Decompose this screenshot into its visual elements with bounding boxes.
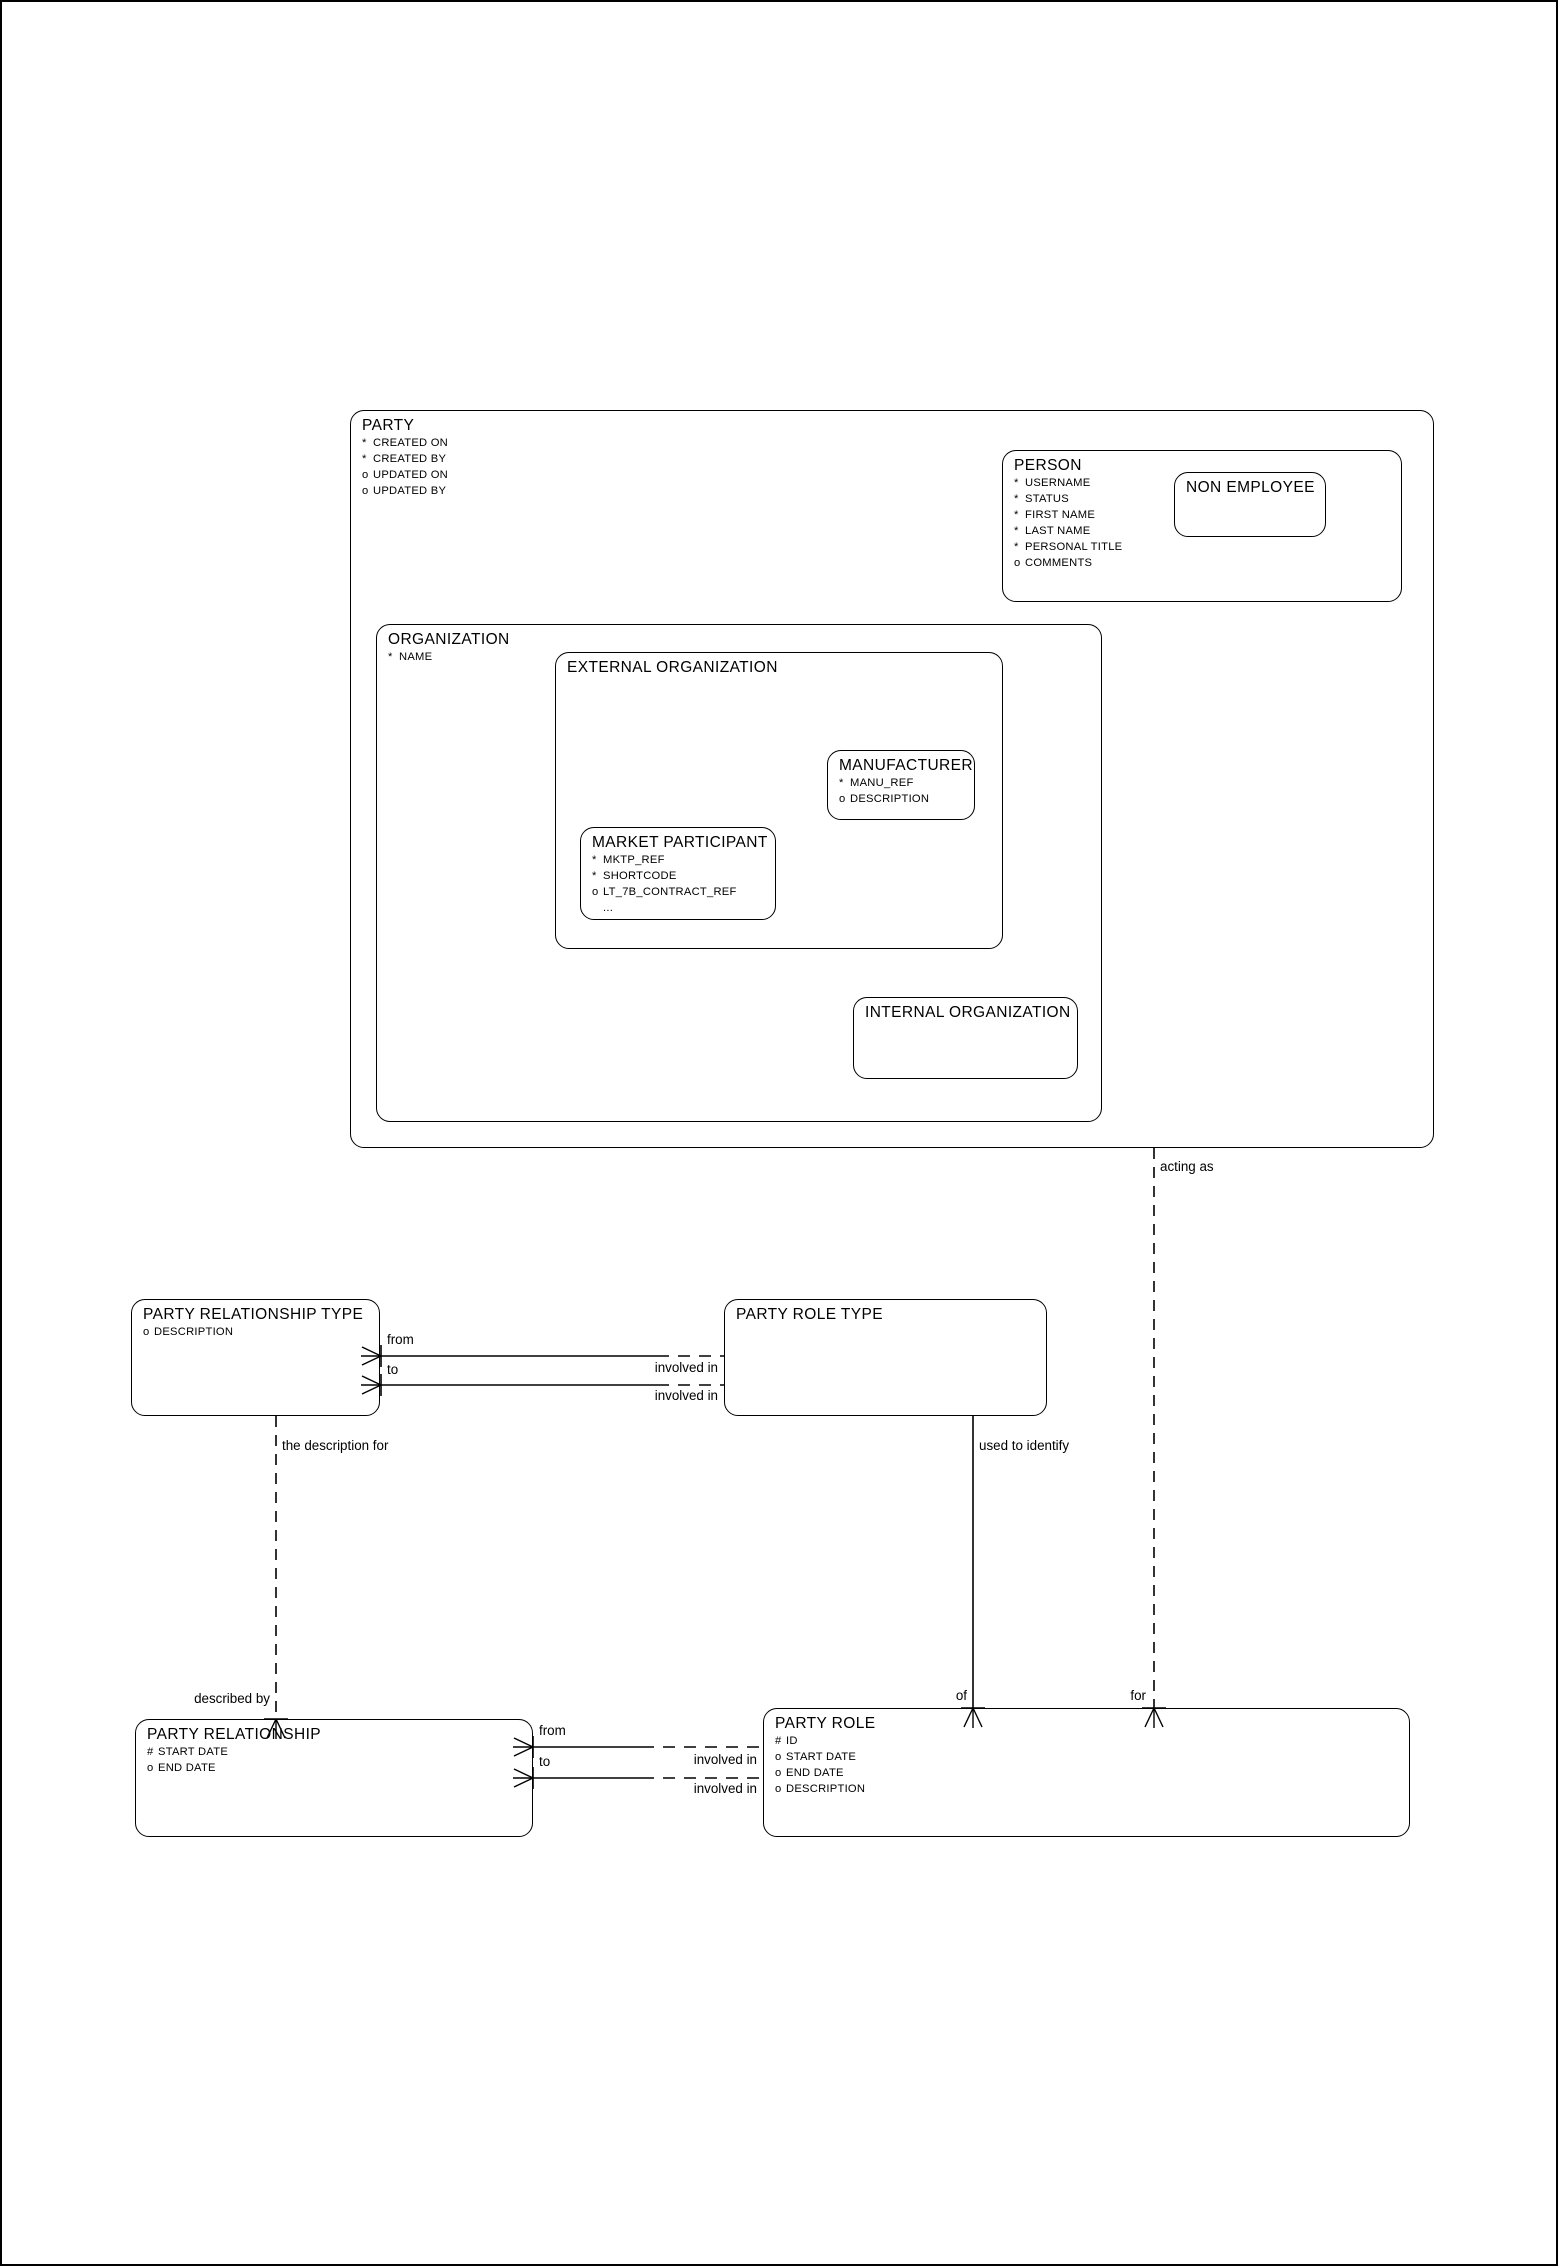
entity-attributes: * NAME <box>388 650 432 666</box>
attr-marker: * <box>592 854 597 866</box>
attr-label: USERNAME <box>1025 477 1091 489</box>
relationship-prt-to <box>361 1374 724 1396</box>
relationship-label-pr-involved-in-1: involved in <box>693 1752 757 1767</box>
entity-attributes: * USERNAME * STATUS * FIRST NAME * LAST NAME… <box>1014 476 1122 571</box>
attr-label: FIRST NAME <box>1025 508 1096 521</box>
attr-marker: o <box>143 1326 150 1338</box>
attr-marker: * <box>1014 492 1019 505</box>
entity-party-relationship-type[interactable]: PARTY RELATIONSHIP TYPE o DESCRIPTION <box>131 1299 380 1416</box>
entity-title: NON EMPLOYEE <box>1186 479 1315 496</box>
entity-title: MANUFACTURER <box>839 757 973 774</box>
attr-label: DESCRIPTION <box>850 792 930 805</box>
entity-title: PARTY ROLE <box>775 1715 876 1732</box>
entity-manufacturer[interactable]: MANUFACTURER * MANU_REF o DESCRIPTION <box>827 750 975 820</box>
relationship-label-of: of <box>955 1688 967 1703</box>
attr-label: START DATE <box>158 1746 229 1758</box>
attr-label: MKTP_REF <box>603 854 665 866</box>
entity-title: ORGANIZATION <box>388 631 510 648</box>
attr-label: CREATED BY <box>373 452 447 465</box>
relationship-pr-from <box>513 1736 763 1758</box>
attr-marker: o <box>839 792 846 805</box>
relationship-label-prt-involved-in-2: involved in <box>654 1388 718 1403</box>
attr-label: ID <box>786 1735 798 1747</box>
attr-label: LT_7B_CONTRACT_REF <box>603 885 737 898</box>
attr-label: DESCRIPTION <box>154 1326 234 1338</box>
attr-marker: o <box>1014 556 1021 569</box>
entity-person[interactable]: PERSON * USERNAME * STATUS * FIRST NAME * LA… <box>1002 450 1402 602</box>
attr-marker: o <box>775 1750 782 1763</box>
relationship-label-prt-involved-in-1: involved in <box>654 1360 718 1375</box>
entity-party-relationship[interactable]: PARTY RELATIONSHIP # START DATE o END DATE <box>135 1719 533 1837</box>
entity-internal-organization[interactable]: INTERNAL ORGANIZATION <box>853 997 1078 1079</box>
relationship-prt-from <box>361 1345 724 1367</box>
attr-marker: o <box>775 1782 782 1795</box>
relationship-label-prt-to: to <box>387 1362 399 1377</box>
entity-attributes: o DESCRIPTION <box>143 1325 233 1341</box>
attr-marker: # <box>775 1735 782 1747</box>
attr-marker: # <box>147 1746 154 1758</box>
attr-marker: * <box>362 437 367 449</box>
attr-label: MANU_REF <box>850 777 914 789</box>
entity-title: PARTY RELATIONSHIP TYPE <box>143 1306 364 1323</box>
entity-attributes: # START DATE o END DATE <box>147 1745 228 1777</box>
attr-marker: * <box>1014 477 1019 489</box>
attr-marker: * <box>362 452 367 465</box>
entity-title: PARTY ROLE TYPE <box>736 1306 883 1323</box>
relationship-pr-to <box>513 1767 763 1789</box>
attr-marker: o <box>362 484 369 497</box>
attr-marker: o <box>592 885 599 898</box>
attr-label: UPDATED ON <box>373 468 449 481</box>
relationship-label-prt-from: from <box>387 1332 414 1347</box>
entity-non-employee[interactable]: NON EMPLOYEE <box>1174 472 1326 537</box>
attr-label: LAST NAME <box>1025 524 1091 537</box>
entity-title: PARTY RELATIONSHIP <box>147 1726 322 1743</box>
relationship-acting-as <box>1142 1148 1166 1728</box>
entity-external-organization[interactable]: EXTERNAL ORGANIZATION <box>555 652 1003 949</box>
attr-label: NAME <box>399 651 433 663</box>
relationship-used-to-identify <box>961 1416 985 1728</box>
entity-title: EXTERNAL ORGANIZATION <box>567 659 778 676</box>
attr-marker: * <box>1014 508 1019 521</box>
attr-label: START DATE <box>786 1750 857 1763</box>
relationship-label-pr-from: from <box>539 1723 566 1738</box>
entity-title: PARTY <box>362 417 415 434</box>
entity-market-participant[interactable]: MARKET PARTICIPANT * MKTP_REF * SHORTCODE … <box>580 827 776 920</box>
attr-label: PERSONAL TITLE <box>1025 540 1123 553</box>
relationship-label-used-to-identify: used to identify <box>979 1438 1070 1453</box>
attr-label: ... <box>603 901 614 914</box>
attr-marker: * <box>839 777 844 789</box>
attr-marker: * <box>1014 524 1019 537</box>
attr-label: END DATE <box>158 1761 216 1774</box>
entity-title: PERSON <box>1014 457 1082 474</box>
relationship-label-described-by: described by <box>194 1691 270 1706</box>
attr-label: STATUS <box>1025 492 1069 505</box>
attr-marker: o <box>147 1761 154 1774</box>
attr-label: SHORTCODE <box>603 869 677 882</box>
relationship-label-pr-to: to <box>539 1754 551 1769</box>
attr-label: UPDATED BY <box>373 484 447 497</box>
attr-label: END DATE <box>786 1766 844 1779</box>
attr-marker: o <box>775 1766 782 1779</box>
entity-party[interactable]: PARTY * CREATED ON * CREATED BY o UPDATED O… <box>350 410 1434 1148</box>
relationship-label-the-description-for: the description for <box>282 1438 389 1453</box>
entity-attributes: * MANU_REF o DESCRIPTION <box>839 776 929 808</box>
relationship-label-for: for <box>1130 1688 1146 1703</box>
entity-organization[interactable]: ORGANIZATION * NAME <box>376 624 1102 1122</box>
attr-label: CREATED ON <box>373 437 449 449</box>
attr-marker: * <box>1014 540 1019 553</box>
attr-marker: * <box>388 651 393 663</box>
entity-attributes: * MKTP_REF * SHORTCODE o LT_7B_CONTRACT_REF… <box>592 853 737 917</box>
attr-label: DESCRIPTION <box>786 1782 866 1795</box>
attr-marker: o <box>362 468 369 481</box>
entity-title: INTERNAL ORGANIZATION <box>865 1004 1071 1021</box>
attr-marker: * <box>592 869 597 882</box>
entity-title: MARKET PARTICIPANT <box>592 834 768 851</box>
entity-party-role-type[interactable]: PARTY ROLE TYPE <box>724 1299 1047 1416</box>
relationship-label-acting-as: acting as <box>1160 1159 1214 1174</box>
relationship-label-pr-involved-in-2: involved in <box>693 1781 757 1796</box>
attr-label: COMMENTS <box>1025 556 1093 569</box>
